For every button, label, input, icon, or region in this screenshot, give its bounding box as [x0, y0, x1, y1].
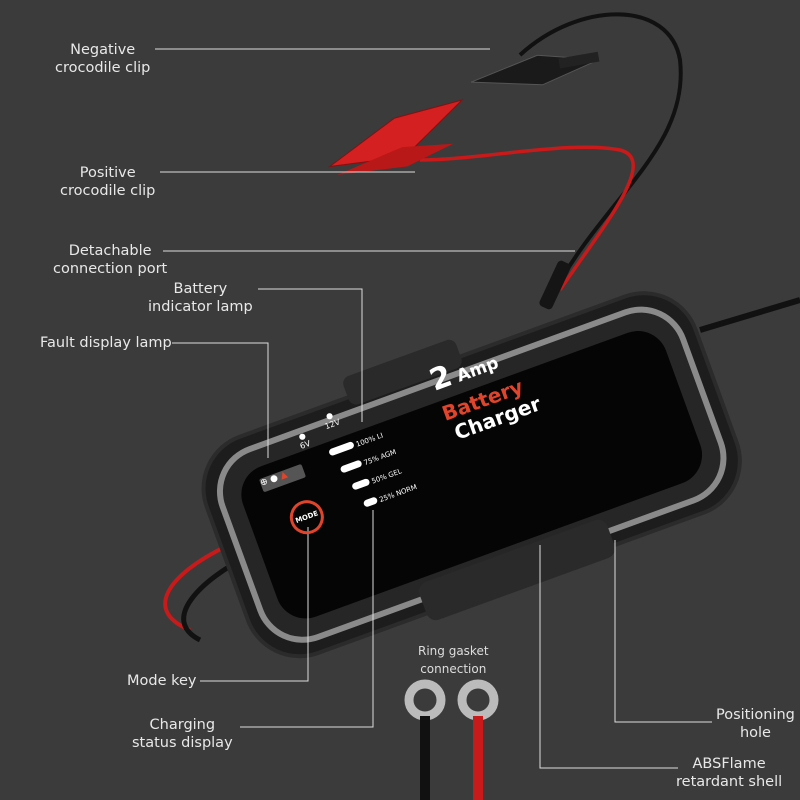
mode-button[interactable]: MODE — [285, 495, 329, 539]
voltage-12v: ●12V — [323, 410, 342, 432]
amp-unit: Amp — [454, 353, 502, 387]
amp-value: 2 — [425, 358, 457, 399]
fault-lamp: ⊕ ● ▲ — [258, 463, 307, 493]
output-cable-red — [163, 538, 241, 632]
label-fault-lamp: Fault display lamp — [40, 335, 172, 351]
red-cable — [419, 145, 635, 291]
black-cable — [518, 12, 683, 301]
charger-body — [201, 291, 742, 659]
positive-clip — [327, 99, 464, 175]
power-cord — [699, 297, 800, 333]
leader-lines — [155, 48, 712, 769]
label-mode-key: Mode key — [127, 673, 197, 689]
negative-clip — [470, 51, 600, 86]
connection-port — [539, 260, 571, 310]
ring-terminals — [404, 679, 499, 800]
voltage-6v: ●6V — [297, 430, 312, 451]
